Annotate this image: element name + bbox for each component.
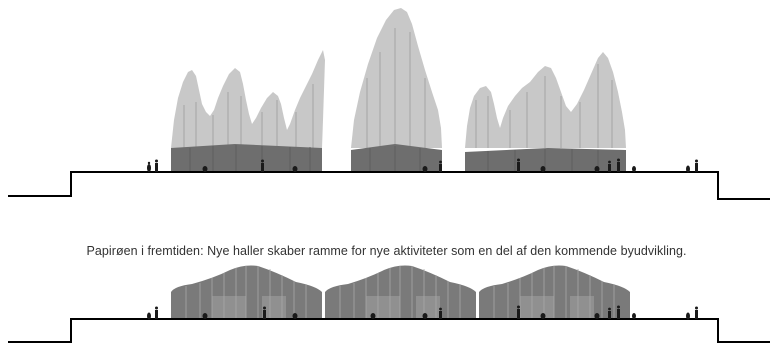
person-figure bbox=[202, 166, 208, 172]
vault-hall-left bbox=[171, 265, 322, 319]
peak-roof-right bbox=[465, 52, 626, 148]
peak-roofs-group bbox=[171, 8, 626, 148]
top-section bbox=[8, 8, 770, 200]
person-figure bbox=[540, 313, 546, 319]
ground-line-top bbox=[8, 171, 770, 200]
person-figure bbox=[155, 306, 158, 319]
person-figure bbox=[632, 166, 636, 172]
hall-base-center bbox=[351, 144, 442, 172]
peak-structure-lines bbox=[183, 28, 613, 148]
person-figure bbox=[695, 306, 698, 319]
person-figure bbox=[263, 306, 266, 319]
person-figure bbox=[632, 313, 636, 319]
vault-rib-lines bbox=[185, 266, 615, 319]
ground-line-bottom bbox=[8, 318, 770, 343]
peak-roof-center bbox=[351, 8, 442, 148]
hall-base-right bbox=[465, 148, 626, 172]
person-figure bbox=[439, 307, 442, 319]
person-figure bbox=[292, 166, 298, 172]
person-figure bbox=[594, 166, 600, 172]
person-figure bbox=[422, 166, 428, 172]
person-figure bbox=[617, 305, 620, 319]
person-figure bbox=[261, 159, 264, 172]
person-figure bbox=[686, 165, 690, 173]
person-figure bbox=[540, 166, 546, 172]
hall-base-lines bbox=[189, 145, 599, 172]
person-figure bbox=[147, 161, 151, 172]
people-figures-bottom bbox=[147, 305, 698, 320]
people-figures-top bbox=[147, 158, 698, 173]
hall-window-panels bbox=[212, 296, 594, 319]
person-figure bbox=[202, 313, 208, 319]
person-figure bbox=[695, 159, 698, 172]
person-figure bbox=[422, 313, 428, 319]
person-figure bbox=[147, 312, 151, 320]
vault-hall-right bbox=[479, 265, 630, 319]
hall-base-left bbox=[171, 144, 322, 172]
person-figure bbox=[370, 313, 376, 319]
person-figure bbox=[517, 305, 520, 319]
person-figure bbox=[617, 158, 620, 172]
hall-bases-top bbox=[171, 144, 626, 172]
person-figure bbox=[608, 160, 611, 172]
diagram-caption: Papirøen i fremtiden: Nye haller skaber … bbox=[86, 244, 687, 258]
person-figure bbox=[439, 160, 442, 172]
person-figure bbox=[517, 158, 520, 172]
person-figure bbox=[594, 313, 600, 319]
peak-roof-left bbox=[171, 50, 325, 148]
person-figure bbox=[292, 313, 298, 319]
vault-hall-center bbox=[325, 265, 476, 319]
person-figure bbox=[608, 307, 611, 319]
person-figure bbox=[686, 312, 690, 320]
bottom-section bbox=[8, 265, 770, 343]
person-figure bbox=[155, 159, 158, 172]
